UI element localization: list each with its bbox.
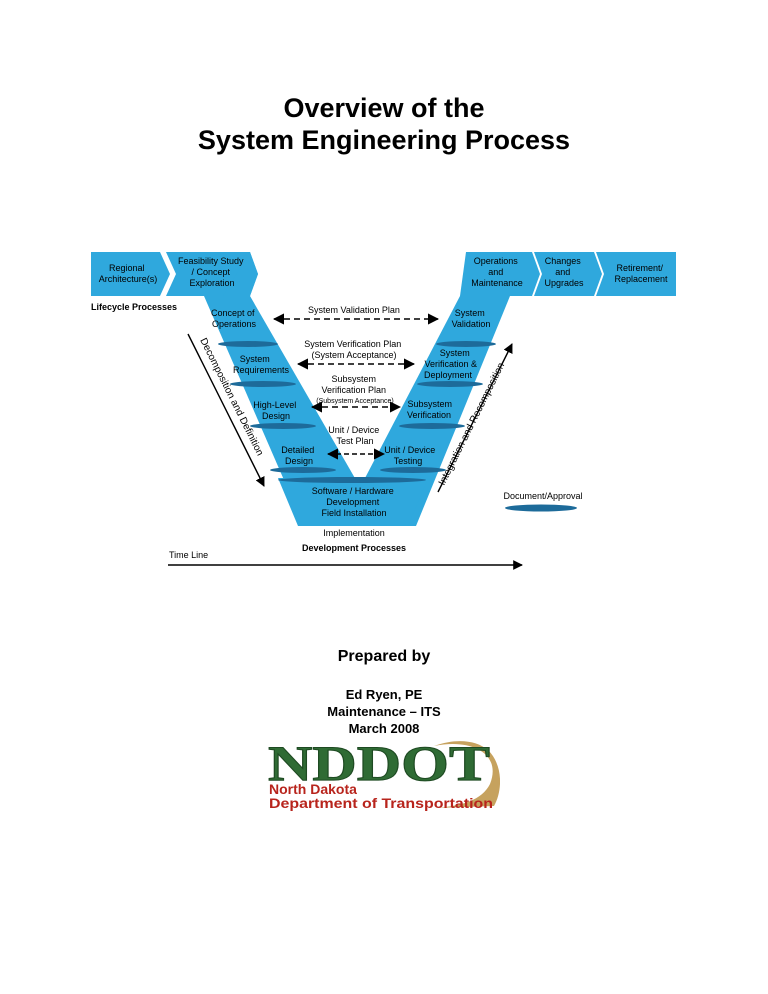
document-approval-symbol <box>505 504 577 512</box>
changes-box <box>534 252 602 296</box>
subsystem-plan-label: Subsystem Verification Plan (Subsystem A… <box>316 374 393 405</box>
author-name: Ed Ryen, PE <box>345 687 423 702</box>
logo-line-2: Department of Transportation <box>269 795 493 811</box>
v-diagram: Regional Architecture(s) Feasibility Stu… <box>91 252 676 570</box>
retirement-box <box>596 252 676 296</box>
logo-wordmark: NDDOT <box>268 736 490 791</box>
concept-label: Concept of Operations <box>211 308 257 329</box>
left-top-block <box>223 252 258 296</box>
logo-line-1: North Dakota <box>269 781 357 797</box>
v-bottom <box>278 478 428 526</box>
document-approval-label: Document/Approval <box>503 491 582 501</box>
regional-label: Regional Architecture(s) <box>99 263 158 284</box>
requirements-label: System Requirements <box>233 354 290 375</box>
retirement-label: Retirement/ Replacement <box>614 263 668 284</box>
document-band <box>230 381 296 387</box>
implementation-label: Implementation <box>323 528 385 538</box>
document-band <box>399 423 465 429</box>
development-processes-label: Development Processes <box>302 543 406 553</box>
page-title: Overview of the System Engineering Proce… <box>0 92 768 156</box>
high-level-label: High-Level Design <box>253 400 299 421</box>
document-band <box>417 381 483 387</box>
decomposition-arrow <box>187 333 265 487</box>
author-block: Ed Ryen, PE Maintenance – ITS March 2008 <box>0 686 768 737</box>
document-band <box>278 477 426 483</box>
changes-label: Changes and Upgrades <box>544 256 584 288</box>
unit-plan-label: Unit / Device Test Plan <box>328 425 382 446</box>
unit-testing-label: Unit / Device Testing <box>384 445 438 466</box>
logo-road-swoosh <box>434 741 500 808</box>
lifecycle-processes-label: Lifecycle Processes <box>91 302 177 312</box>
validation-plan-label: System Validation Plan <box>308 305 400 315</box>
operations-label: Operations and Maintenance <box>471 256 523 288</box>
system-verification-label: System Verification & Deployment <box>424 348 480 380</box>
time-line-label: Time Line <box>169 550 208 560</box>
system-validation-label: System Validation <box>452 308 491 329</box>
verification-plan-label: System Verification Plan (System Accepta… <box>304 339 404 360</box>
author-department: Maintenance – ITS <box>327 704 441 719</box>
feasibility-label: Feasibility Study / Concept Exploration <box>178 256 246 288</box>
document-band <box>436 341 496 347</box>
document-band <box>250 423 316 429</box>
regional-architecture-box <box>91 252 170 296</box>
detailed-label: Detailed Design <box>281 445 317 466</box>
prepared-by-label: Prepared by <box>337 648 431 665</box>
nddot-logo: NDDOT North Dakota Department of Transpo… <box>268 736 500 811</box>
operations-box <box>460 252 540 296</box>
subsystem-verification-label: Subsystem Verification <box>407 399 455 420</box>
title-line-2: System Engineering Process <box>197 125 571 155</box>
document-band <box>218 341 278 347</box>
document-band <box>270 467 336 473</box>
document-band <box>380 467 446 473</box>
integration-arrow <box>437 343 513 493</box>
title-line-1: Overview of the <box>283 93 485 123</box>
bottom-label: Software / Hardware Development Field In… <box>312 486 397 518</box>
author-date: March 2008 <box>348 721 420 736</box>
